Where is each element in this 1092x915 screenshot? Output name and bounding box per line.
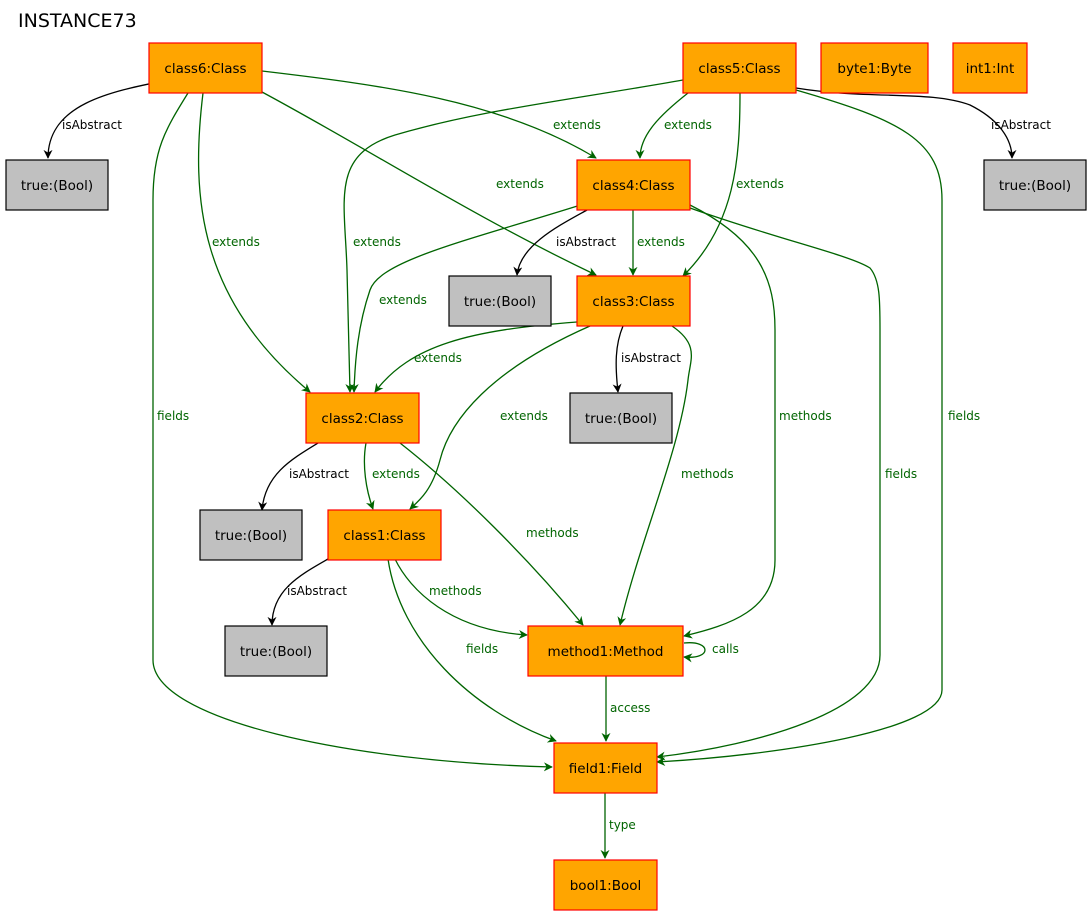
node-class1-label: class1:Class [343,528,425,544]
node-true-class6-label: true:(Bool) [21,178,93,194]
label-class5-extends-class3: extends [736,177,784,191]
label-class3-isabstract: isAbstract [621,351,681,365]
edge-class2-isabstract [258,442,319,511]
label-class4-isabstract: isAbstract [556,235,616,249]
label-class1-fields: fields [466,642,498,656]
node-method1[interactable]: method1:Method [527,625,684,677]
node-bool1[interactable]: bool1:Bool [553,859,658,911]
label-class5-extends-class2: extends [353,235,401,249]
node-class2[interactable]: class2:Class [305,392,420,444]
node-byte1-label: byte1:Byte [837,61,911,77]
label-class4-methods: methods [779,409,832,423]
node-field1[interactable]: field1:Field [553,742,658,794]
edge-class2-methods [399,442,584,626]
label-class6-isabstract: isAbstract [62,118,122,132]
edge-class3-extends-class2 [374,321,578,393]
node-byte1[interactable]: byte1:Byte [820,42,929,94]
edge-class3-isabstract [612,325,624,393]
label-class6-extends-class3: extends [496,177,544,191]
node-int1[interactable]: int1:Int [952,42,1028,94]
node-true-class4[interactable]: true:(Bool) [448,275,552,327]
label-method1-access: access [610,701,650,715]
edge-class5-isabstract [795,87,1017,159]
edge-class6-extends-class2 [197,92,311,393]
edge-class3-methods [617,325,693,626]
label-class4-extends-class3: extends [637,235,685,249]
edge-class5-extends-class4 [635,92,689,159]
label-class6-extends-class4: extends [553,118,601,132]
node-class4[interactable]: class4:Class [576,159,691,211]
node-true-class4-label: true:(Bool) [464,294,536,310]
edge-class3-extends-class1 [409,325,591,510]
edge-class5-fields [656,89,943,767]
node-class6-label: class6:Class [164,61,246,77]
label-class5-extends-class4: extends [664,118,712,132]
label-method1-calls: calls [712,642,739,656]
edge-class6-extends-class3 [261,91,597,276]
node-class2-label: class2:Class [321,411,403,427]
node-true-class1[interactable]: true:(Bool) [224,625,328,677]
edge-class4-isabstract [513,209,588,276]
node-true-class1-label: true:(Bool) [240,644,312,660]
edge-class5-extends-class2 [343,79,684,393]
node-class3-label: class3:Class [592,294,674,310]
edge-class1-methods [394,558,528,639]
label-class5-fields: fields [948,409,980,423]
node-method1-label: method1:Method [548,644,664,660]
node-class6[interactable]: class6:Class [148,42,263,94]
label-class4-fields: fields [885,467,917,481]
node-true-class2[interactable]: true:(Bool) [199,509,303,561]
node-bool1-label: bool1:Bool [570,878,642,894]
node-class3[interactable]: class3:Class [576,275,691,327]
label-class5-isabstract: isAbstract [991,118,1051,132]
node-class4-label: class4:Class [592,178,674,194]
edge-class6-extends-class4 [261,70,597,159]
node-true-class3-label: true:(Bool) [585,411,657,427]
edge-class2-extends-class1 [363,442,375,510]
edge-class4-fields [656,207,881,761]
node-true-class3[interactable]: true:(Bool) [569,392,673,444]
node-class5-label: class5:Class [698,61,780,77]
edge-class4-extends-class2 [349,202,588,393]
label-class3-extends-class1: extends [500,409,548,423]
edge-class1-isabstract [267,558,329,626]
node-class5[interactable]: class5:Class [682,42,797,94]
label-class3-methods: methods [681,467,734,481]
node-field1-label: field1:Field [569,761,642,777]
label-class2-isabstract: isAbstract [289,467,349,481]
label-class2-extends-class1: extends [372,467,420,481]
label-class4-extends-class2: extends [379,293,427,307]
node-true-class5-label: true:(Bool) [999,178,1071,194]
label-class1-isabstract: isAbstract [287,584,347,598]
node-true-class5[interactable]: true:(Bool) [983,159,1087,211]
diagram-title: INSTANCE73 [18,10,137,32]
label-class6-extends-class2: extends [212,235,260,249]
edge-class1-fields [387,558,557,743]
edge-class4-methods [683,204,776,639]
node-true-class6[interactable]: true:(Bool) [5,159,109,211]
edge-class5-extends-class3 [682,92,741,277]
edge-method1-calls [683,642,706,663]
label-class2-methods: methods [526,526,579,540]
edge-class6-fields [152,92,553,772]
label-class1-methods: methods [429,584,482,598]
node-class1[interactable]: class1:Class [327,509,442,561]
label-class3-extends-class2: extends [414,351,462,365]
node-int1-label: int1:Int [966,61,1015,77]
node-true-class2-label: true:(Bool) [215,528,287,544]
label-field1-type: type [609,818,636,832]
label-class6-fields: fields [157,409,189,423]
